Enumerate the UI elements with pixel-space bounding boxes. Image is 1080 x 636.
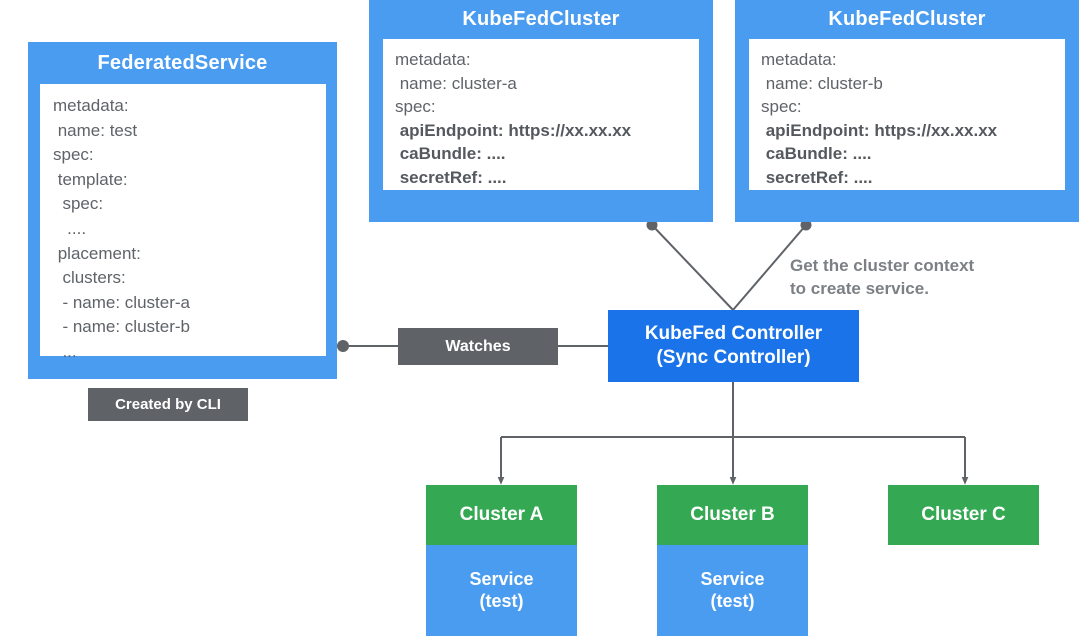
created-by-cli-text: Created by CLI: [115, 396, 221, 413]
yaml-line: name: cluster-b: [761, 73, 883, 93]
cluster-a-service: Service (test): [426, 545, 577, 636]
yaml-line: caBundle: ....: [761, 144, 872, 163]
yaml-line: secretRef: ....: [761, 167, 873, 187]
controller-to-clusters-wires: [497, 382, 969, 485]
created-by-cli-label: Created by CLI: [88, 388, 248, 421]
yaml-line: apiEndpoint: https://xx.xx.xx: [761, 120, 998, 140]
watches-label-text: Watches: [445, 337, 511, 355]
target-cluster-c[interactable]: Cluster C: [888, 485, 1039, 545]
kubefedcluster-b-title: KubeFedCluster: [828, 8, 986, 30]
kubefedcluster-b-yaml: metadata: name: cluster-b spec: apiEndpo…: [749, 39, 1065, 190]
cluster-context-annotation: Get the cluster context to create servic…: [790, 256, 975, 298]
yaml-line: spec:: [395, 97, 436, 116]
yaml-line: name: test: [53, 120, 138, 140]
kubefedcluster-a-yaml: metadata: name: cluster-a spec: apiEndpo…: [383, 39, 699, 190]
yaml-line: spec:: [53, 145, 94, 165]
cluster-a-service-line-1: Service: [469, 568, 534, 589]
cluster-c-header: Cluster C: [888, 485, 1039, 545]
yaml-line: metadata:: [53, 96, 129, 115]
yaml-line: metadata:: [761, 50, 837, 69]
yaml-line: - name: cluster-a: [53, 292, 190, 312]
yaml-line: name: cluster-a: [395, 73, 517, 93]
controller-line-2: (Sync Controller): [656, 347, 811, 368]
federated-service-card[interactable]: FederatedService metadata: name: test sp…: [28, 42, 337, 379]
kubefedcluster-a-title: KubeFedCluster: [462, 8, 620, 30]
cluster-b-service-line-2: (test): [710, 590, 755, 611]
cluster-c-name: Cluster C: [921, 504, 1006, 525]
target-cluster-a[interactable]: Cluster A Service (test): [426, 485, 577, 636]
kubefedcluster-card-b[interactable]: KubeFedCluster metadata: name: cluster-b…: [735, 0, 1079, 222]
yaml-line: ...: [53, 341, 77, 361]
yaml-line: caBundle: ....: [395, 144, 506, 163]
yaml-line: secretRef: ....: [395, 167, 507, 187]
yaml-line: clusters:: [53, 268, 126, 288]
controller-line-1: KubeFed Controller: [644, 323, 823, 345]
federated-service-title: FederatedService: [97, 52, 268, 74]
kubefed-controller-box[interactable]: KubeFed Controller (Sync Controller): [608, 310, 859, 382]
watches-label: Watches: [398, 328, 558, 365]
cluster-b-service-line-1: Service: [700, 568, 765, 589]
yaml-line: metadata:: [395, 50, 471, 69]
yaml-line: apiEndpoint: https://xx.xx.xx: [395, 120, 632, 140]
yaml-line: ....: [53, 218, 87, 238]
cluster-a-service-line-2: (test): [479, 590, 524, 611]
cluster-b-service: Service (test): [657, 545, 808, 636]
yaml-line: template:: [53, 169, 128, 189]
target-cluster-b[interactable]: Cluster B Service (test): [657, 485, 808, 636]
yaml-line: placement:: [53, 243, 141, 263]
cluster-b-header: Cluster B: [657, 485, 808, 545]
cluster-b-name: Cluster B: [690, 504, 775, 525]
cluster-a-name: Cluster A: [459, 504, 544, 525]
kubefedcluster-card-a[interactable]: KubeFedCluster metadata: name: cluster-a…: [369, 0, 713, 222]
kubefedcluster-to-controller-wires: [646, 219, 812, 311]
cluster-a-header: Cluster A: [426, 485, 577, 545]
federated-service-yaml: metadata: name: test spec: template: spe…: [40, 84, 326, 361]
yaml-line: - name: cluster-b: [53, 317, 190, 337]
yaml-line: spec:: [761, 97, 802, 116]
yaml-line: spec:: [53, 194, 104, 214]
